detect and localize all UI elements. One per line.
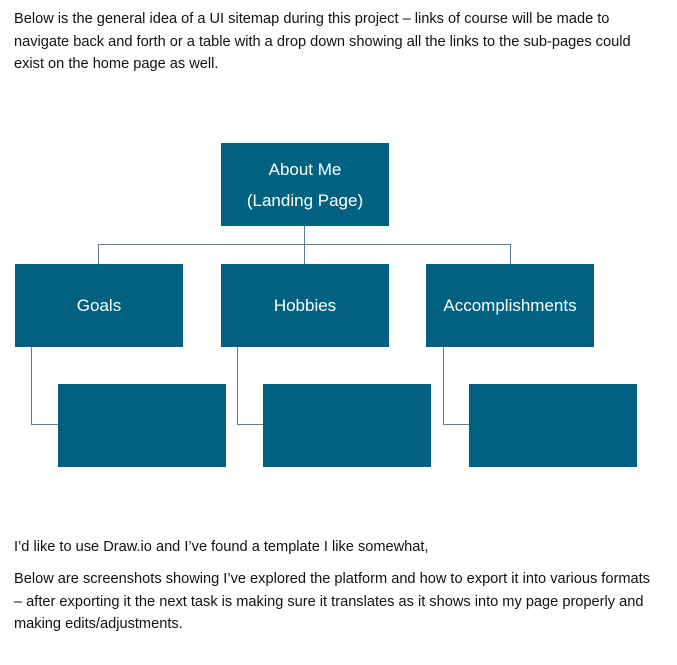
node-hobbies-label: Hobbies — [273, 296, 337, 315]
node-about-me: About Me (Landing Page) — [221, 143, 389, 226]
drawio-paragraph: I’d like to use Draw.io and I’ve found a… — [14, 539, 429, 555]
hobbies-sub-connector-horizontal — [237, 424, 263, 425]
node-accomplishments: Accomplishments — [426, 264, 594, 347]
node-about-me-subtitle: (Landing Page) — [246, 190, 364, 210]
intro-paragraph: Below is the general idea of a UI sitema… — [14, 11, 631, 72]
accomplishments-sub-connector-vertical — [443, 347, 444, 425]
node-hobbies-subpage — [263, 384, 431, 467]
accomplishments-sub-connector-horizontal — [443, 424, 469, 425]
goals-drop-connector — [98, 244, 99, 264]
node-accomplishments-subpage — [469, 384, 637, 467]
goals-sub-connector-vertical — [31, 347, 32, 425]
node-goals-subpage — [58, 384, 226, 467]
node-about-me-title: About Me — [268, 159, 342, 179]
node-goals-label: Goals — [76, 296, 122, 315]
node-goals: Goals — [15, 264, 183, 347]
node-accomplishments-label: Accomplishments — [443, 296, 577, 315]
node-hobbies: Hobbies — [221, 264, 389, 347]
hobbies-drop-connector — [304, 244, 305, 264]
hobbies-sub-connector-vertical — [237, 347, 238, 425]
goals-sub-connector-horizontal — [31, 424, 58, 425]
root-stem-connector — [304, 226, 305, 245]
outro-paragraph: Below are screenshots showing I’ve explo… — [14, 571, 650, 632]
accomplishments-drop-connector — [510, 244, 511, 264]
